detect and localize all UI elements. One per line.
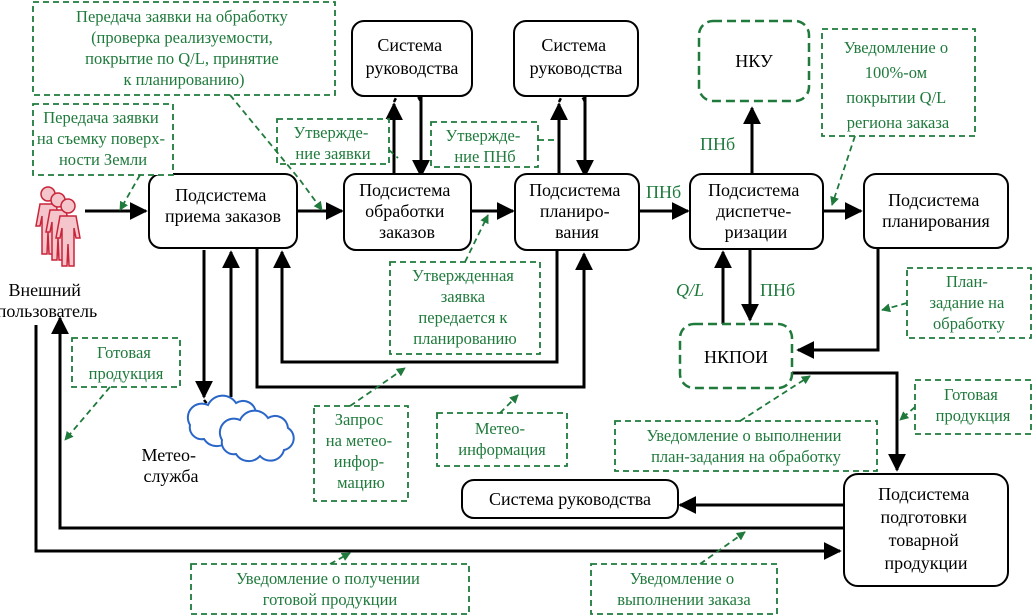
text-planning-right: Подсистема планирования [882, 190, 990, 231]
label-pnb-nku: ПНб [700, 134, 735, 154]
arrow-planning-right-to-nkpoi [796, 248, 880, 359]
cloud-icon [186, 394, 295, 463]
boxes [148, 20, 1009, 587]
callout-order-complete: Уведомление о выполнении заказа [617, 569, 751, 609]
arrow-user-to-prep [34, 325, 842, 560]
box-planning-right [863, 173, 1009, 249]
dashed-boxes [678, 19, 811, 390]
callout-plan-execution: Уведомление о выполнении план-задания на… [646, 426, 845, 466]
box-planning-main [514, 173, 640, 251]
text-planning-main: Подсистема планиро- вания [529, 180, 625, 242]
flow-arrows [34, 95, 906, 560]
box-mgmt-1 [351, 20, 473, 97]
text-meteo: Метео- служба [141, 445, 200, 486]
text-order-intake: Подсистема приема заказов [165, 185, 281, 226]
callout-approve-pnb: Утвержде- ние ПНб [446, 126, 525, 166]
callout-ready-product-left: Готовая продукция [89, 343, 164, 383]
box-dispatch [689, 173, 824, 250]
label-ql: Q/L [676, 280, 704, 300]
arrow-intake-to-planning-lower [255, 248, 593, 389]
box-nku [697, 19, 811, 103]
arrow-labels: ПНб ПНб ПНб Q/L [646, 134, 795, 300]
callout-approve-request: Утвержде- ние заявки [294, 123, 373, 163]
callout-request: Передача заявки на съемку поверх- ности … [37, 108, 169, 169]
text-nku: НКУ [735, 51, 773, 71]
callout-meteo-info: Метео- информация [458, 419, 546, 459]
box-texts: Подсистема приема заказов Подсистема обр… [0, 35, 990, 573]
callout-approved-request: Утвержденная заявка передается к планиро… [412, 266, 518, 348]
callout-plan-task: План- задание на обработку [930, 272, 1009, 333]
callout-ready-product-right: Готовая продукция [936, 385, 1011, 425]
label-pnb-planning: ПНб [646, 182, 681, 202]
callout-leaders [64, 94, 916, 565]
arrow-nkpoi-to-product-prep [790, 371, 906, 472]
text-dispatch: Подсистема диспетче- ризации [708, 180, 804, 242]
text-user: Внешний пользователь [0, 280, 97, 321]
label-pnb-nkpoi: ПНб [760, 280, 795, 300]
text-order-processing: Подсистема обработки заказов [359, 180, 455, 242]
text-nkpoi: НКПОИ [704, 347, 768, 367]
box-mgmt-2 [513, 20, 639, 97]
text-mgmt-1: Система руководства [366, 35, 459, 78]
box-order-intake [148, 173, 298, 249]
arrow-planning-to-intake-upper [273, 248, 559, 364]
box-order-processing [343, 173, 472, 251]
box-mgmt-bottom [461, 479, 679, 519]
callout-meteo-request: Запрос на метео- инфор- мацию [326, 410, 396, 492]
user-group-icon [35, 186, 81, 267]
callout-transfer: Передача заявки на обработку (проверка р… [76, 7, 292, 89]
text-mgmt-2: Система руководства [530, 35, 623, 78]
callout-frames [32, 1, 1032, 615]
callout-receipt-notice: Уведомление о получении готовой продукци… [236, 569, 424, 609]
callout-texts: Передача заявки на обработку (проверка р… [37, 7, 1011, 609]
text-product-prep: Подсистема подготовки товарной продукции [878, 484, 974, 573]
box-product-prep [843, 473, 1009, 587]
box-nkpoi [678, 322, 794, 390]
callout-notify-coverage: Уведомление о 100%-ом покрытии Q/L регио… [844, 38, 952, 132]
arrow-prep-to-user [51, 316, 843, 530]
text-mgmt-bottom: Система руководства [489, 489, 651, 509]
